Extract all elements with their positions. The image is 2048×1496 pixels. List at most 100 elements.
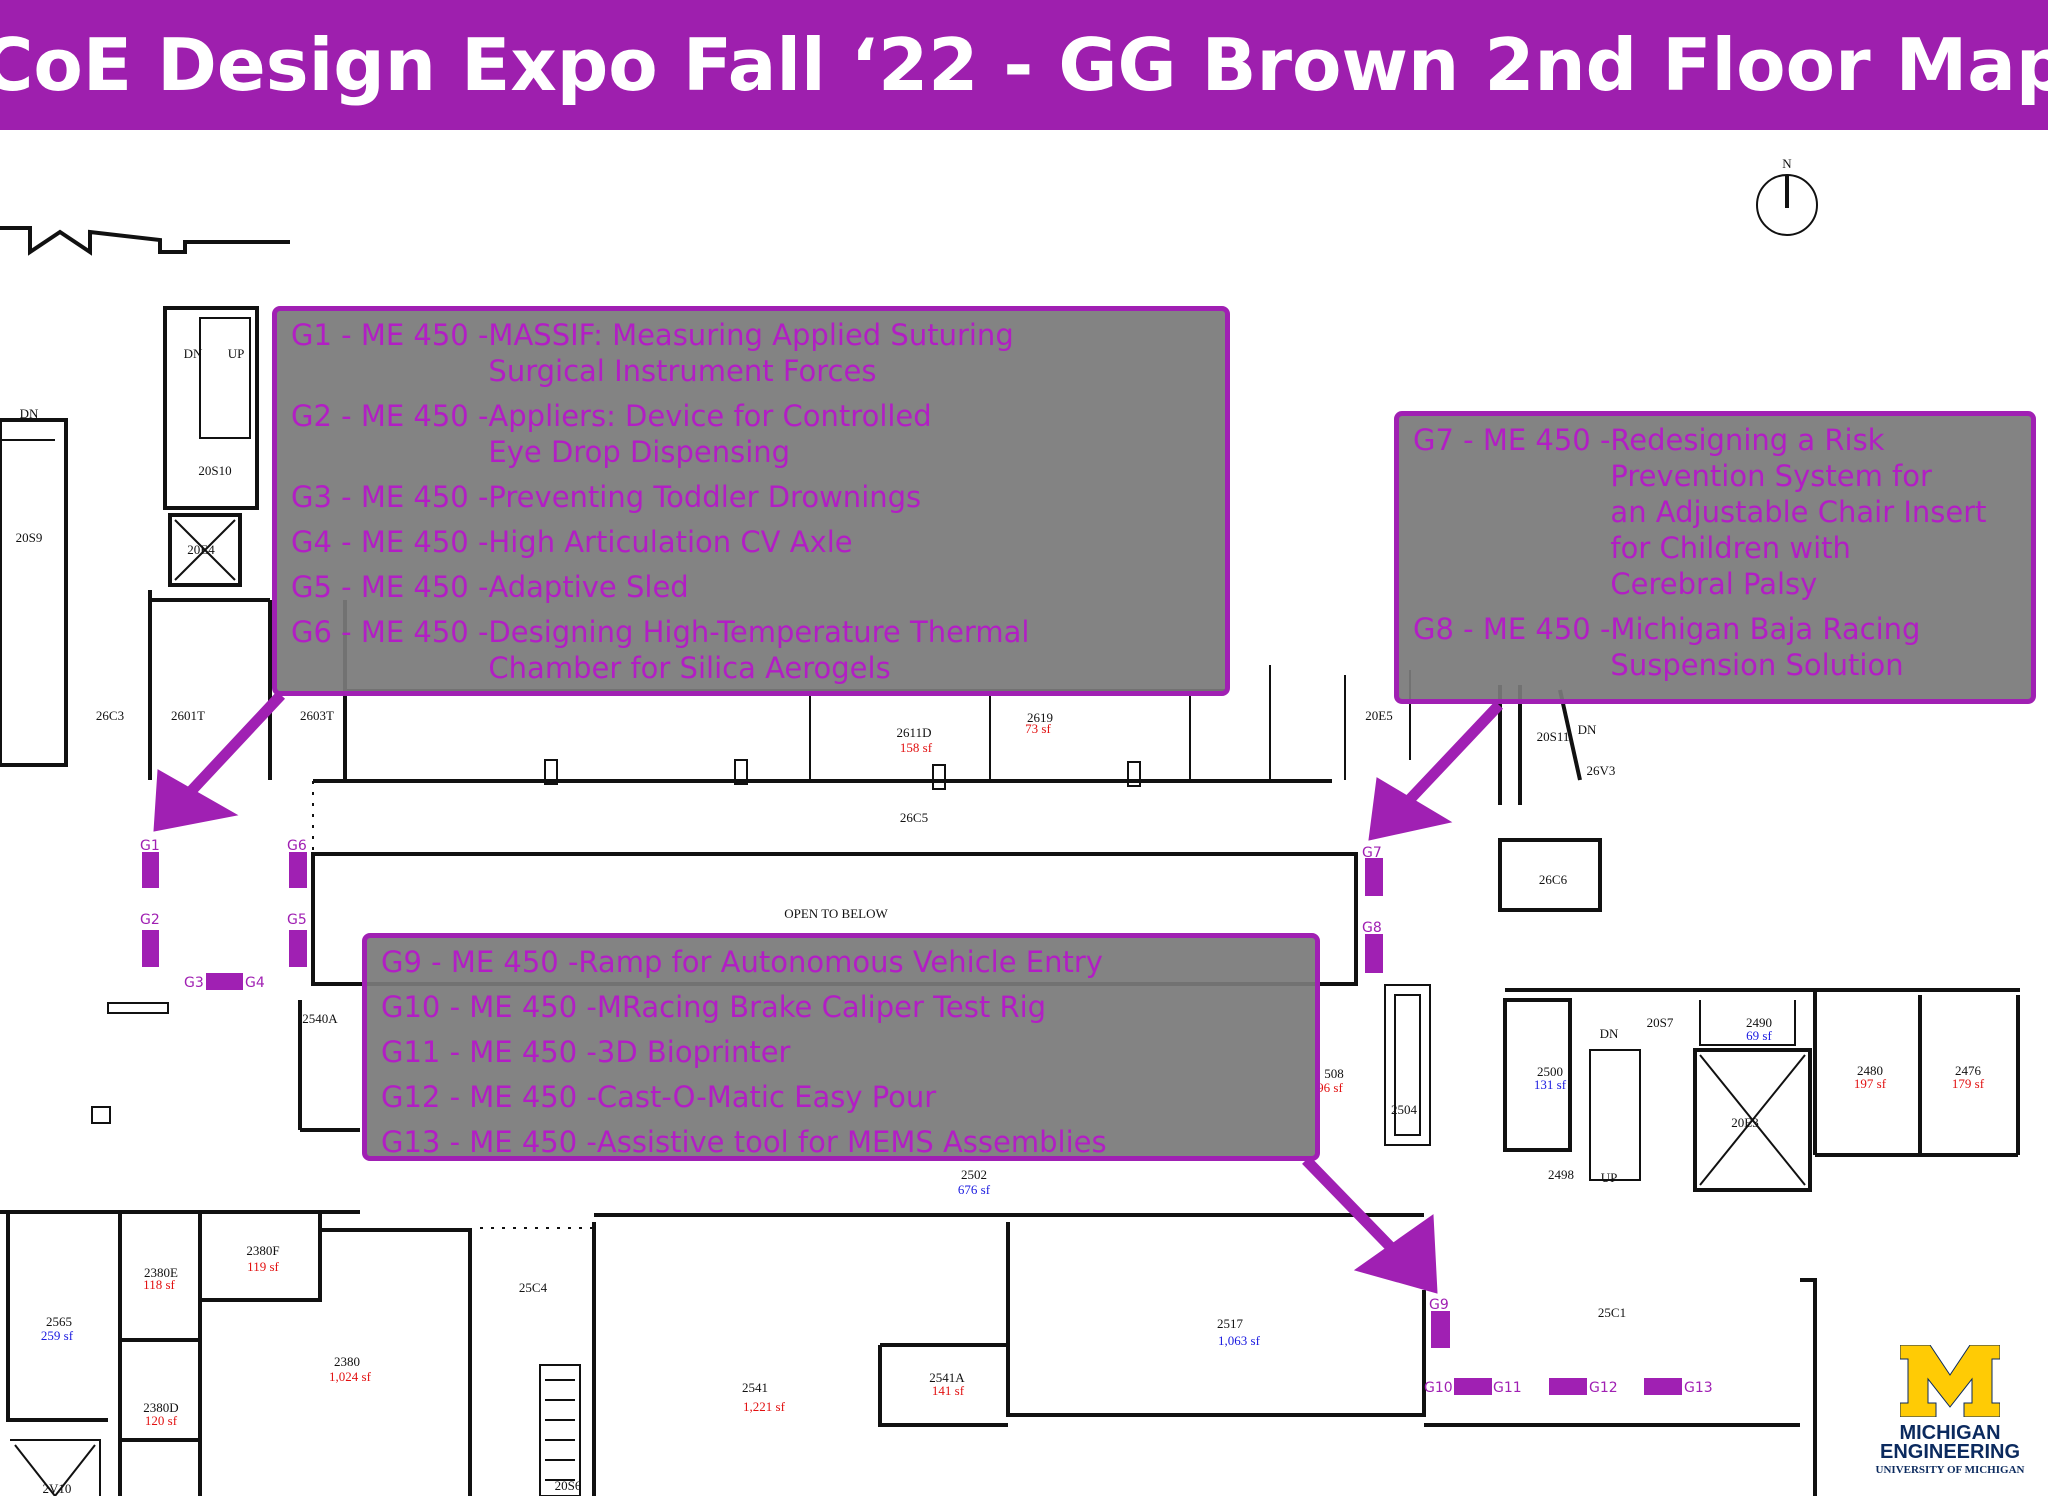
booth-label-g2: G2 — [140, 912, 160, 928]
room-label: 20E5 — [1365, 708, 1392, 723]
room-area: 118 sf — [143, 1277, 175, 1292]
room-label: 508 — [1324, 1066, 1344, 1081]
room-area: 69 sf — [1746, 1028, 1772, 1043]
project-id: G11 - ME 450 - — [381, 1035, 597, 1069]
room-area: 1,221 sf — [743, 1399, 786, 1414]
project-title-line: Designing High-Temperature Thermal — [488, 615, 1030, 649]
project-title-line: Preventing Toddler Drownings — [488, 480, 922, 514]
project-entry: G3 - ME 450 - Preventing Toddler Drownin… — [291, 479, 1211, 515]
booth-marker-g1[interactable] — [142, 852, 159, 888]
room-area: 179 sf — [1952, 1076, 1985, 1091]
stair-label: DN — [20, 406, 39, 421]
project-title-line: an Adjustable Chair Insert — [1610, 495, 1987, 529]
project-title-line: for Children with — [1610, 531, 1851, 565]
room-label: 2476 — [1955, 1063, 1982, 1078]
room-label: 2541 — [742, 1380, 768, 1395]
room-label: 2380F — [246, 1243, 279, 1258]
project-title-line: Michigan Baja Racing — [1610, 612, 1921, 646]
project-id: G7 - ME 450 - — [1413, 423, 1611, 457]
project-title: 3D Bioprinter — [597, 1034, 791, 1070]
project-title: Cast-O-Matic Easy Pour — [597, 1079, 936, 1115]
project-entry: G2 - ME 450 - Appliers: Device for Contr… — [291, 398, 1211, 470]
room-area: 158 sf — [900, 740, 933, 755]
project-list-box-g9-g13: G9 - ME 450 - Ramp for Autonomous Vehicl… — [362, 933, 1320, 1161]
room-label: 2380E — [144, 1265, 178, 1280]
booth-marker-g13[interactable] — [1644, 1378, 1682, 1395]
booth-marker-g3-g4[interactable] — [206, 973, 243, 990]
compass-north-label: N — [1782, 156, 1792, 171]
booth-marker-g12[interactable] — [1549, 1378, 1587, 1395]
project-id: G8 - ME 450 - — [1413, 612, 1611, 646]
project-title: MRacing Brake Caliper Test Rig — [597, 989, 1046, 1025]
room-area: 96 sf — [1317, 1080, 1343, 1095]
room-area: 259 sf — [41, 1328, 74, 1343]
project-title-line: Cerebral Palsy — [1610, 567, 1818, 601]
booth-label-g4: G4 — [245, 975, 265, 991]
booth-marker-g5[interactable] — [289, 930, 307, 967]
project-list-box-g1-g6: G1 - ME 450 - MASSIF: Measuring Applied … — [272, 306, 1230, 696]
booth-label-g3: G3 — [184, 975, 204, 991]
room-label: 26C3 — [96, 708, 124, 723]
project-id: G1 - ME 450 - — [291, 318, 489, 352]
project-entry: G6 - ME 450 - Designing High-Temperature… — [291, 614, 1211, 686]
room-area: 119 sf — [247, 1259, 279, 1274]
room-label: 2480 — [1857, 1063, 1883, 1078]
booth-markers: G1 G2 G3 G4 G5 G6 G7 G8 G9 G10 G11 G12 G… — [140, 838, 1713, 1396]
booth-marker-g6[interactable] — [289, 852, 307, 888]
project-title: High Articulation CV Axle — [488, 524, 852, 560]
compass: N — [1756, 156, 1818, 236]
room-label: 2504 — [1391, 1102, 1418, 1117]
room-label: 2601T — [171, 708, 205, 723]
project-id: G4 - ME 450 - — [291, 525, 489, 559]
project-title-line: High Articulation CV Axle — [488, 525, 853, 559]
room-label: 2619 — [1027, 710, 1053, 725]
booth-marker-g2[interactable] — [142, 930, 159, 967]
project-title: Adaptive Sled — [488, 569, 688, 605]
booth-marker-g8[interactable] — [1365, 934, 1383, 973]
booth-label-g10: G10 — [1424, 1380, 1453, 1396]
room-label: 20E3 — [1731, 1115, 1758, 1130]
project-title: Assistive tool for MEMS Assemblies — [597, 1124, 1107, 1160]
booth-label-g6: G6 — [287, 838, 307, 854]
stair-label: UP — [228, 346, 245, 361]
booth-marker-g10-g11[interactable] — [1454, 1378, 1492, 1395]
room-label: 2V10 — [43, 1481, 72, 1496]
stair-label: DN — [1578, 722, 1597, 737]
booth-label-g5: G5 — [287, 912, 307, 928]
room-label: 20S9 — [16, 530, 43, 545]
page-title: CoE Design Expo Fall ‘22 - GG Brown 2nd … — [0, 23, 2048, 107]
logo-text-university: UNIVERSITY OF MICHIGAN — [1875, 1464, 2025, 1476]
room-label: 20S11 — [1537, 729, 1570, 744]
room-label: 2498 — [1548, 1167, 1574, 1182]
booth-label-g8: G8 — [1362, 920, 1382, 936]
project-id: G13 - ME 450 - — [381, 1125, 597, 1159]
project-entry: G11 - ME 450 - 3D Bioprinter — [381, 1034, 1301, 1070]
booth-marker-g7[interactable] — [1365, 858, 1383, 896]
room-area: 676 sf — [958, 1182, 991, 1197]
booth-marker-g9[interactable] — [1431, 1311, 1450, 1348]
stair-label: DN — [184, 346, 203, 361]
room-label: 2540A — [302, 1011, 338, 1026]
michigan-block-m-logo — [1900, 1345, 2000, 1417]
project-entry: G12 - ME 450 - Cast-O-Matic Easy Pour — [381, 1079, 1301, 1115]
project-title-line: Assistive tool for MEMS Assemblies — [596, 1125, 1107, 1159]
project-entry: G4 - ME 450 - High Articulation CV Axle — [291, 524, 1211, 560]
room-label: 20E4 — [187, 542, 215, 557]
booth-label-g12: G12 — [1589, 1380, 1618, 1396]
project-title-line: Eye Drop Dispensing — [488, 435, 791, 469]
project-title-line: Prevention System for — [1610, 459, 1932, 493]
room-area: 1,024 sf — [329, 1369, 372, 1384]
room-area: 1,063 sf — [1218, 1333, 1261, 1348]
project-id: G3 - ME 450 - — [291, 480, 489, 514]
room-label: 20S10 — [198, 463, 231, 478]
room-label: 26V3 — [1587, 763, 1616, 778]
room-label: 26C6 — [1539, 872, 1568, 887]
